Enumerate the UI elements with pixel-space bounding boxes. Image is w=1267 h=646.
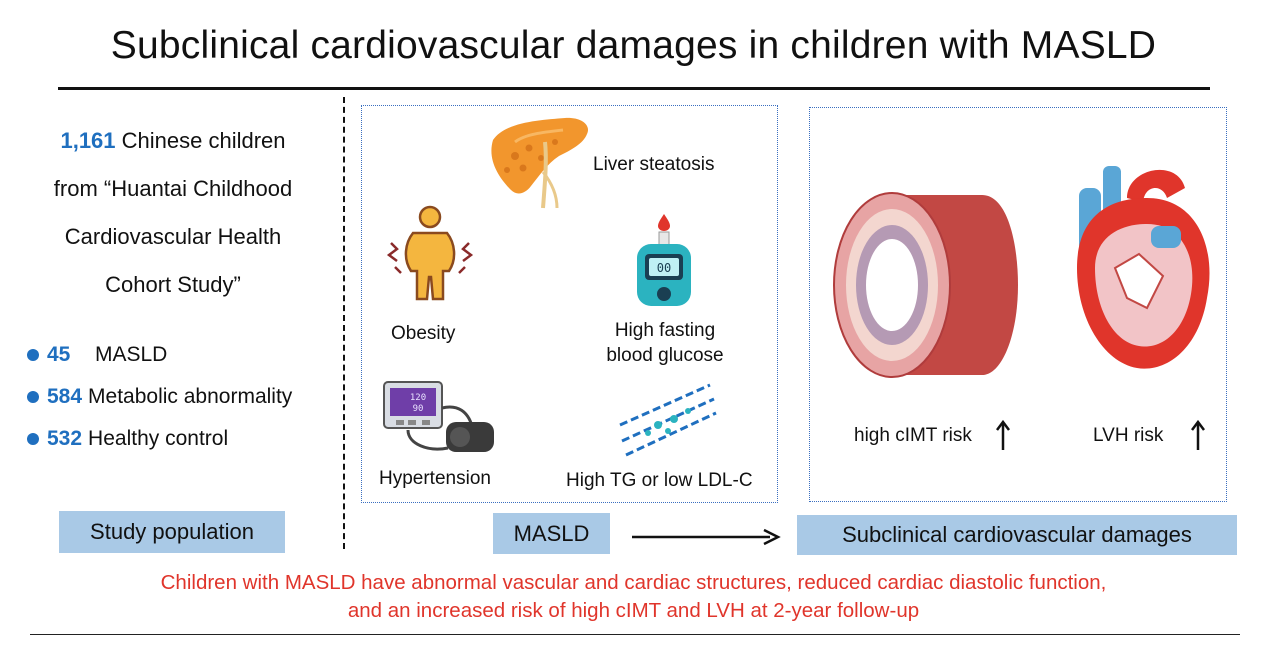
title-underline — [58, 87, 1210, 90]
group-masld: 45 MASLD — [27, 343, 167, 367]
glucose-label-line-2: blood glucose — [606, 345, 724, 366]
population-line-1-text: Chinese children — [115, 128, 286, 153]
population-count: 1,161 — [60, 128, 116, 153]
lipid-vessel-icon — [619, 383, 717, 457]
glucose-meter-icon: 00 — [637, 214, 691, 306]
group-count: 584 — [47, 385, 83, 408]
page-title: Subclinical cardiovascular damages in ch… — [110, 24, 1157, 67]
group-metabolic-abnormality: 584 Metabolic abnormality — [27, 385, 292, 409]
group-label: MASLD — [95, 343, 168, 366]
high-cimt-label: high cIMT risk — [854, 425, 972, 446]
group-healthy-control: 532 Healthy control — [27, 427, 228, 451]
liver-steatosis-label: Liver steatosis — [593, 154, 715, 175]
subclinical-damages-tag: Subclinical cardiovascular damages — [797, 515, 1237, 555]
group-count: 45 — [47, 343, 71, 366]
population-line-1: 1,161 Chinese children — [8, 128, 338, 154]
bullet-icon — [27, 391, 39, 403]
obesity-icon — [386, 205, 474, 301]
conclusion-line-1: Children with MASLD have abnormal vascul… — [160, 571, 1107, 594]
bullet-icon — [27, 433, 39, 445]
hypertension-label: Hypertension — [379, 468, 491, 489]
population-line-4: Cohort Study” — [105, 272, 241, 297]
lvh-risk-label: LVH risk — [1093, 425, 1164, 446]
artery-cross-section-icon — [833, 192, 1018, 378]
masld-tag: MASLD — [493, 513, 610, 554]
section-divider — [343, 97, 345, 549]
svg-text:90: 90 — [413, 404, 424, 414]
obesity-label: Obesity — [391, 323, 456, 344]
group-label: Healthy control — [88, 427, 229, 450]
bullet-icon — [27, 349, 39, 361]
heart-icon — [1077, 166, 1210, 369]
up-arrow-icon — [996, 419, 1010, 450]
blood-pressure-monitor-icon: 120 90 — [383, 381, 494, 452]
group-label: Metabolic abnormality — [88, 385, 293, 408]
population-line-3: Cardiovascular Health — [64, 224, 282, 249]
study-population-tag: Study population — [59, 511, 285, 553]
glucose-label-line-1: High fasting — [614, 320, 716, 341]
outcomes-panel — [809, 107, 1227, 502]
right-arrow-icon — [632, 528, 781, 546]
svg-text:00: 00 — [657, 261, 671, 275]
bottom-rule — [30, 634, 1240, 635]
lipids-label: High TG or low LDL-C — [566, 470, 753, 491]
up-arrow-icon — [1191, 419, 1205, 450]
group-count: 532 — [47, 427, 83, 450]
svg-text:120: 120 — [410, 393, 426, 403]
population-line-2: from “Huantai Childhood — [53, 176, 293, 201]
liver-icon — [491, 117, 589, 209]
conclusion-line-2: and an increased risk of high cIMT and L… — [347, 599, 920, 622]
masld-components-panel — [361, 105, 778, 503]
